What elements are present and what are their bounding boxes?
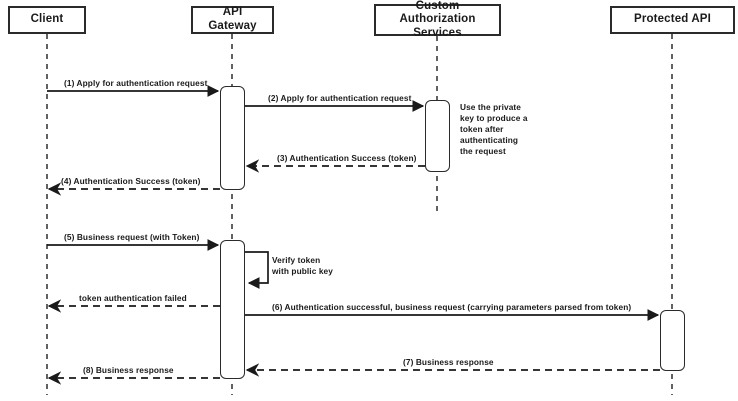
participant-label-client: Client bbox=[30, 13, 64, 26]
participant-label-protected-api: Protected API bbox=[634, 13, 711, 26]
message-arrows bbox=[47, 85, 660, 385]
activation-gateway-business-phase[interactable] bbox=[220, 240, 245, 379]
activation-gateway-auth-phase[interactable] bbox=[220, 86, 245, 190]
participant-client[interactable]: Client bbox=[8, 6, 86, 34]
self-message-label-verify-token: Verify token with public key bbox=[272, 255, 333, 277]
self-message-verify-token bbox=[245, 251, 269, 289]
activation-auth-service-phase[interactable] bbox=[425, 100, 450, 172]
activation-protected-api-phase[interactable] bbox=[660, 310, 685, 371]
participant-custom-authorization-services[interactable]: Custom Authorization Services bbox=[374, 0, 501, 39]
message-label-3: (3) Authentication Success (token) bbox=[277, 153, 417, 163]
participant-api-gateway[interactable]: API Gateway bbox=[191, 6, 274, 34]
self-loop-path bbox=[245, 251, 269, 289]
self-message-label-line-1: Verify token bbox=[272, 255, 321, 265]
participant-label-api-gateway: API Gateway bbox=[208, 6, 257, 32]
note-private-key: Use the private key to produce a token a… bbox=[460, 102, 528, 156]
participant-protected-api[interactable]: Protected API bbox=[610, 6, 735, 34]
message-label-2: (2) Apply for authentication request bbox=[268, 93, 412, 103]
message-label-8: (8) Business response bbox=[83, 365, 174, 375]
participant-label-custom-authorization-services: Custom Authorization Services bbox=[399, 0, 476, 39]
message-label-token-authentication-failed: token authentication failed bbox=[79, 293, 187, 303]
message-label-4: (4) Authentication Success (token) bbox=[61, 176, 201, 186]
message-label-5: (5) Business request (with Token) bbox=[64, 232, 200, 242]
message-label-1: (1) Apply for authentication request bbox=[64, 78, 208, 88]
message-label-6: (6) Authentication successful, business … bbox=[272, 302, 632, 312]
self-message-label-line-2: with public key bbox=[272, 265, 333, 276]
lifelines bbox=[46, 34, 673, 395]
message-label-7: (7) Business response bbox=[403, 357, 494, 367]
